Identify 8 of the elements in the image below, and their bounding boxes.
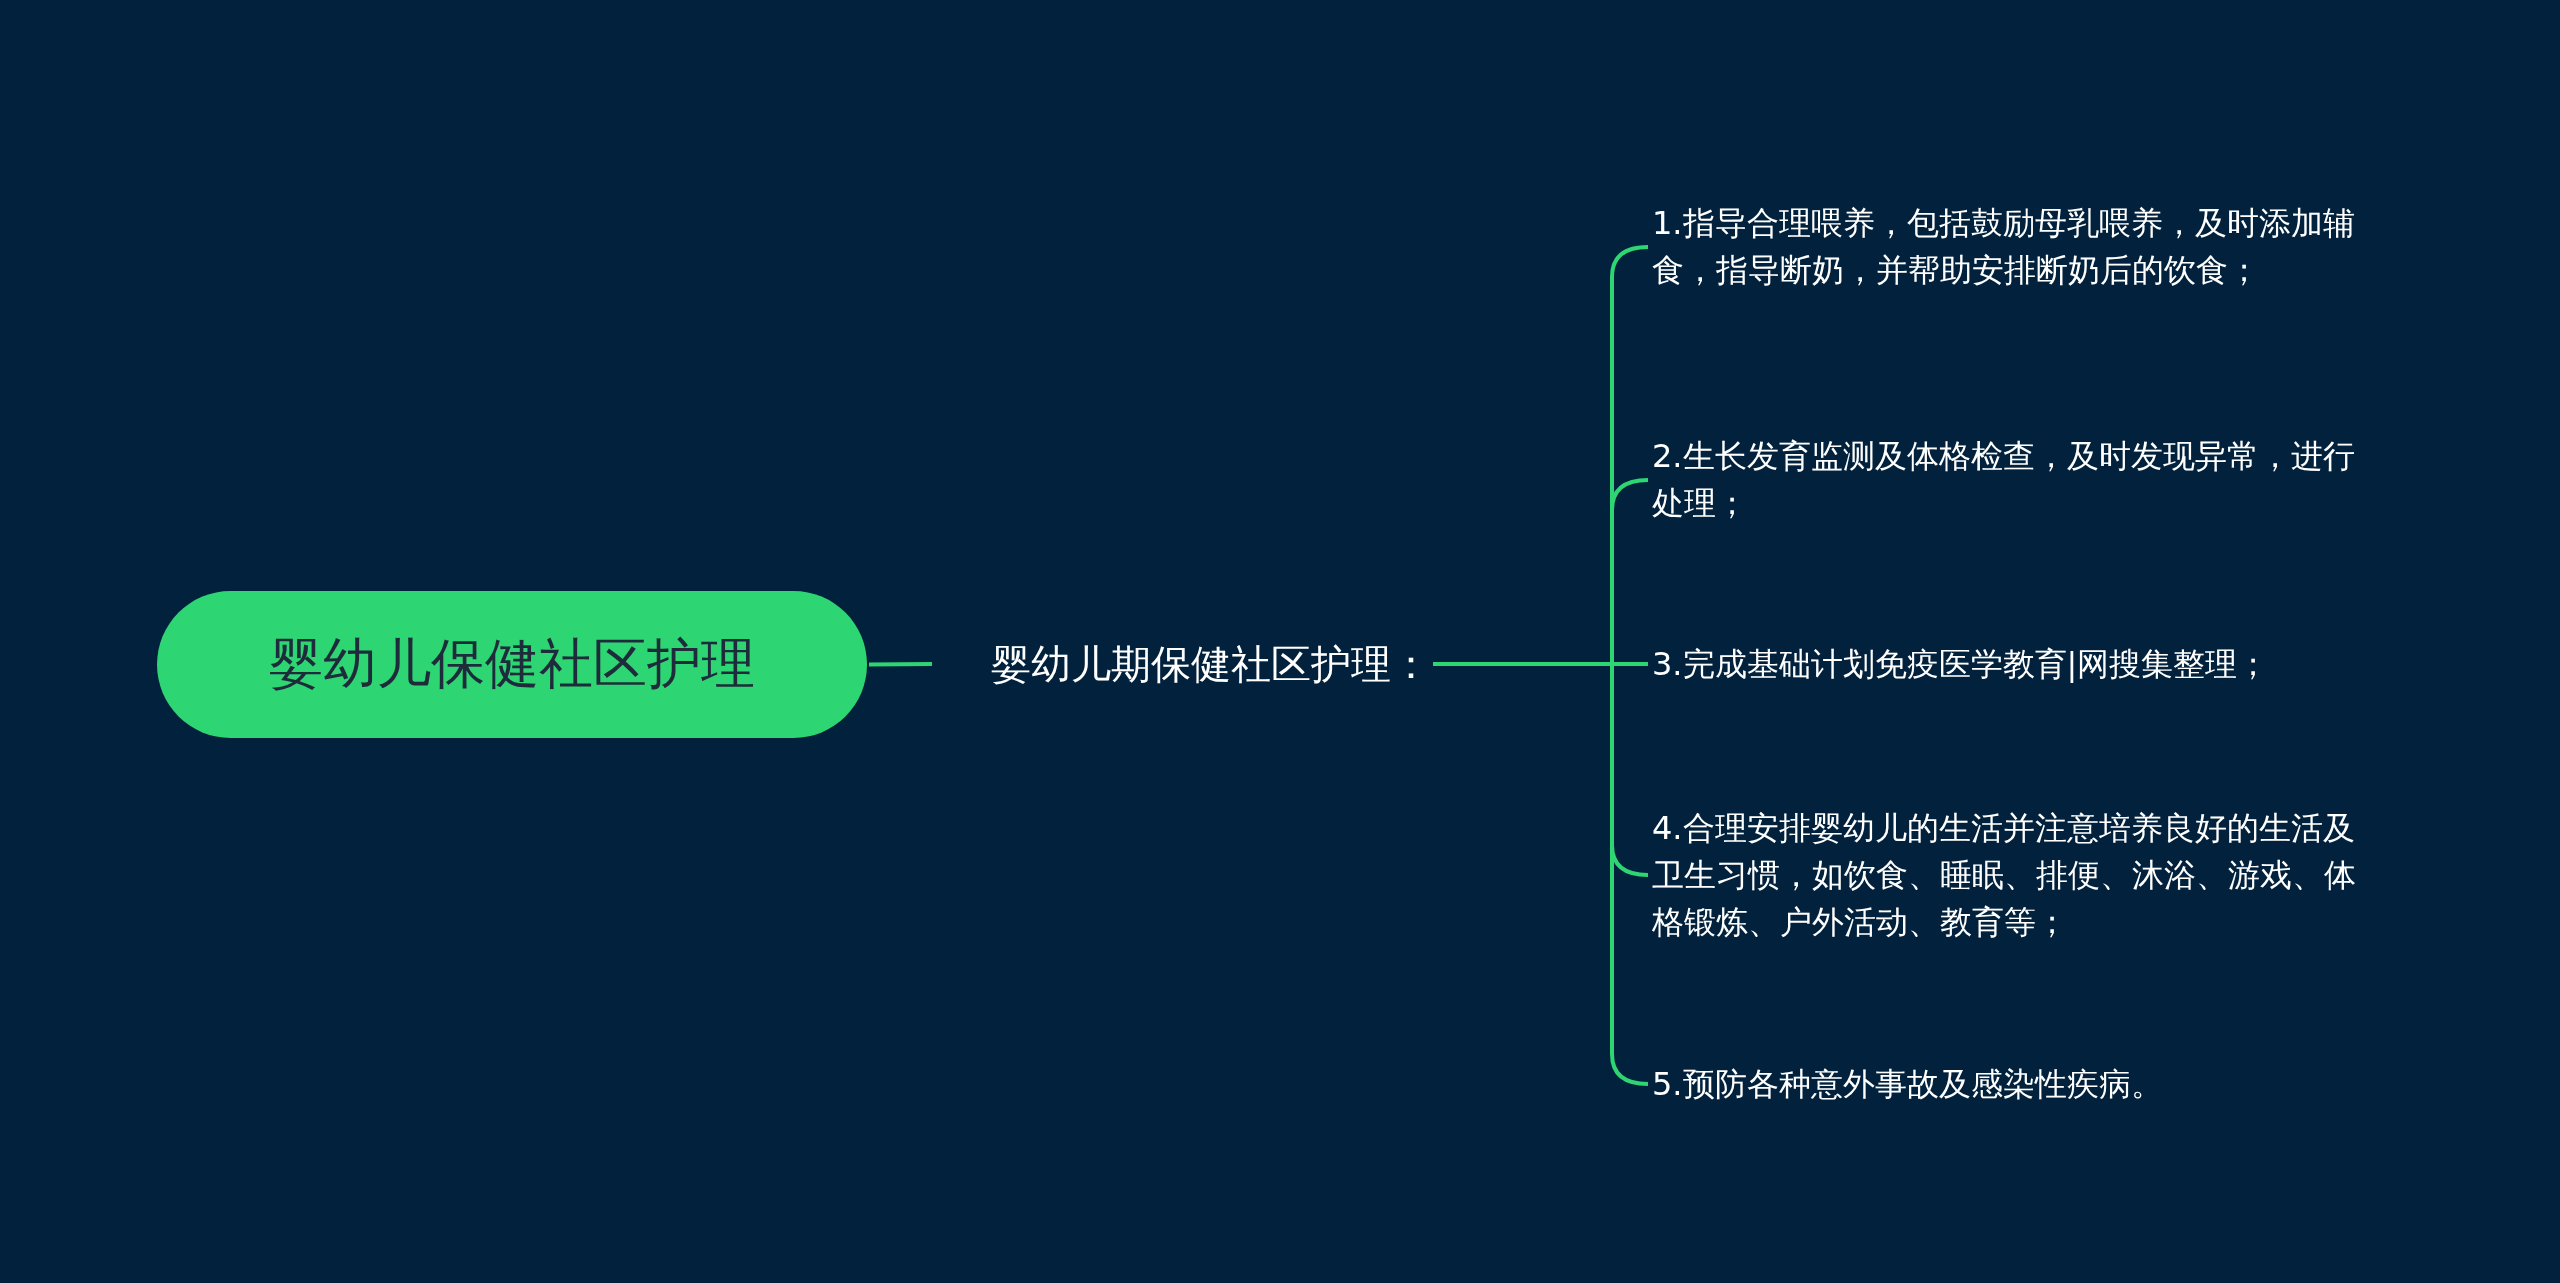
topic-pill: 婴幼儿保健社区护理	[157, 591, 867, 738]
item-text: 3.完成基础计划免疫医学教育|网搜集整理；	[1652, 640, 2377, 688]
subtopic-text: 婴幼儿期保健社区护理：	[936, 624, 1431, 704]
item-text: 4.合理安排婴幼儿的生活并注意培养良好的生活及卫生习惯，如饮食、睡眠、排便、沐浴、游戏、体格锻炼、户外活动、教育等；	[1652, 804, 2377, 946]
connector-line	[869, 662, 932, 667]
item-text: 5.预防各种意外事故及感染性疾病。	[1652, 1060, 2377, 1108]
item-text: 1.指导合理喂养，包括鼓励母乳喂养，及时添加辅食，指导断奶，并帮助安排断奶后的饮食；	[1652, 200, 2377, 294]
item-text: 2.生长发育监测及体格检查，及时发现异常，进行处理；	[1652, 433, 2377, 527]
